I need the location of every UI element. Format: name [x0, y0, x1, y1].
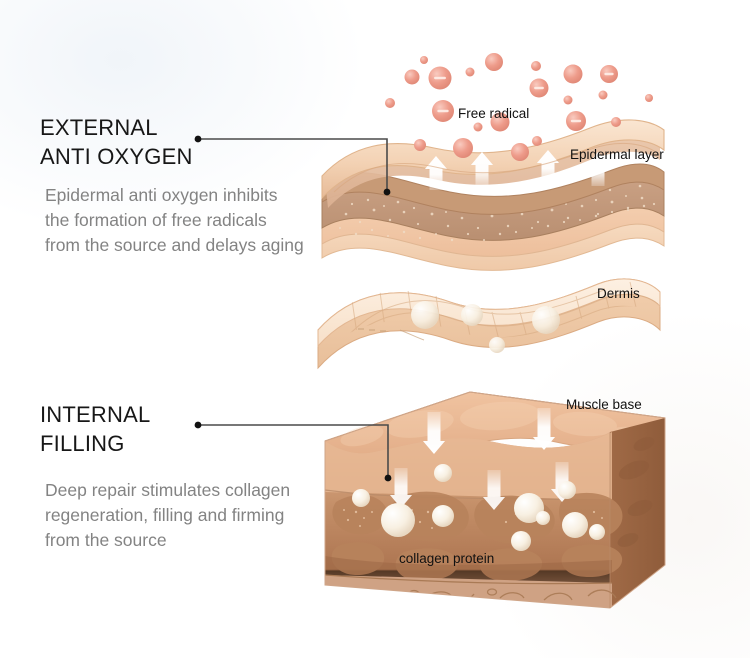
label-epidermal-layer: Epidermal layer	[570, 147, 664, 162]
epidermis-stack	[321, 119, 665, 271]
label-collagen-protein: collagen protein	[399, 551, 495, 566]
free-radical-particle	[490, 112, 510, 132]
section-external-body: Epidermal anti oxygen inhibits the forma…	[45, 185, 304, 255]
collagen-sphere	[511, 531, 531, 551]
free-radical-particle	[511, 143, 529, 161]
connector-line	[198, 138, 388, 192]
up-arrow-icon	[470, 152, 494, 186]
dermis-sphere	[411, 301, 439, 329]
dermis-spheres	[411, 301, 560, 353]
free-radical-particle	[465, 67, 475, 77]
collagen-sphere	[381, 503, 415, 537]
minus-icon	[570, 119, 582, 123]
free-radical-particle	[385, 98, 395, 108]
free-radical-particle	[420, 56, 428, 64]
connector-line	[198, 424, 389, 478]
section-external-headline: EXTERNAL ANTI OXYGEN	[40, 115, 193, 169]
free-radical-particle	[485, 53, 503, 71]
collagen-spheres	[352, 464, 605, 551]
collagen-sphere	[352, 489, 370, 507]
label-muscle-base: Muscle base	[566, 397, 642, 412]
collagen-sphere	[434, 464, 452, 482]
collagen-sphere	[432, 505, 454, 527]
up-arrow-icon	[586, 152, 610, 186]
section-internal-body: Deep repair stimulates collagen regenera…	[45, 480, 291, 550]
callout-connectors	[194, 135, 392, 482]
free-radical-particle	[531, 61, 541, 71]
free-radical-particle	[563, 95, 573, 105]
free-radical-particles	[385, 53, 653, 161]
muscle-base-block	[324, 391, 666, 609]
label-free-radical: Free radical	[458, 106, 530, 121]
up-arrow-icon	[424, 156, 448, 190]
collagen-sphere	[562, 512, 588, 538]
down-arrow-icon	[422, 412, 446, 454]
connector-dot	[194, 135, 202, 143]
free-radical-particle	[404, 69, 420, 85]
dermis-sphere	[532, 306, 560, 334]
free-radical-particle	[453, 138, 473, 158]
free-radical-particle	[532, 136, 542, 146]
connector-dot	[384, 474, 392, 482]
section-internal-headline: INTERNAL FILLING	[40, 402, 151, 456]
dermis-sphere	[461, 304, 483, 326]
down-arrow-icon	[389, 468, 413, 508]
free-radical-particle	[563, 64, 583, 84]
connector-dot	[383, 188, 391, 196]
dermis-sphere	[489, 337, 505, 353]
collagen-sphere	[589, 524, 605, 540]
minus-icon	[534, 86, 544, 90]
free-radical-particle	[611, 117, 621, 127]
up-arrow-icon	[536, 150, 560, 184]
collagen-sphere	[536, 511, 550, 525]
connector-dot	[194, 421, 202, 429]
free-radical-particle	[414, 139, 426, 151]
free-radical-particle	[645, 94, 653, 102]
label-dermis: Dermis	[597, 286, 640, 301]
minus-icon	[604, 72, 614, 76]
down-arrow-icon	[532, 408, 556, 450]
epidermis-up-arrows	[424, 150, 610, 190]
minus-icon	[437, 109, 449, 113]
free-radical-particle	[473, 122, 483, 132]
free-radical-particle	[598, 90, 608, 100]
dermis-slab	[317, 278, 661, 370]
muscle-outer-arrows	[422, 408, 556, 454]
down-arrow-icon	[482, 470, 506, 510]
collagen-sphere	[558, 481, 576, 499]
minus-icon	[434, 76, 446, 80]
